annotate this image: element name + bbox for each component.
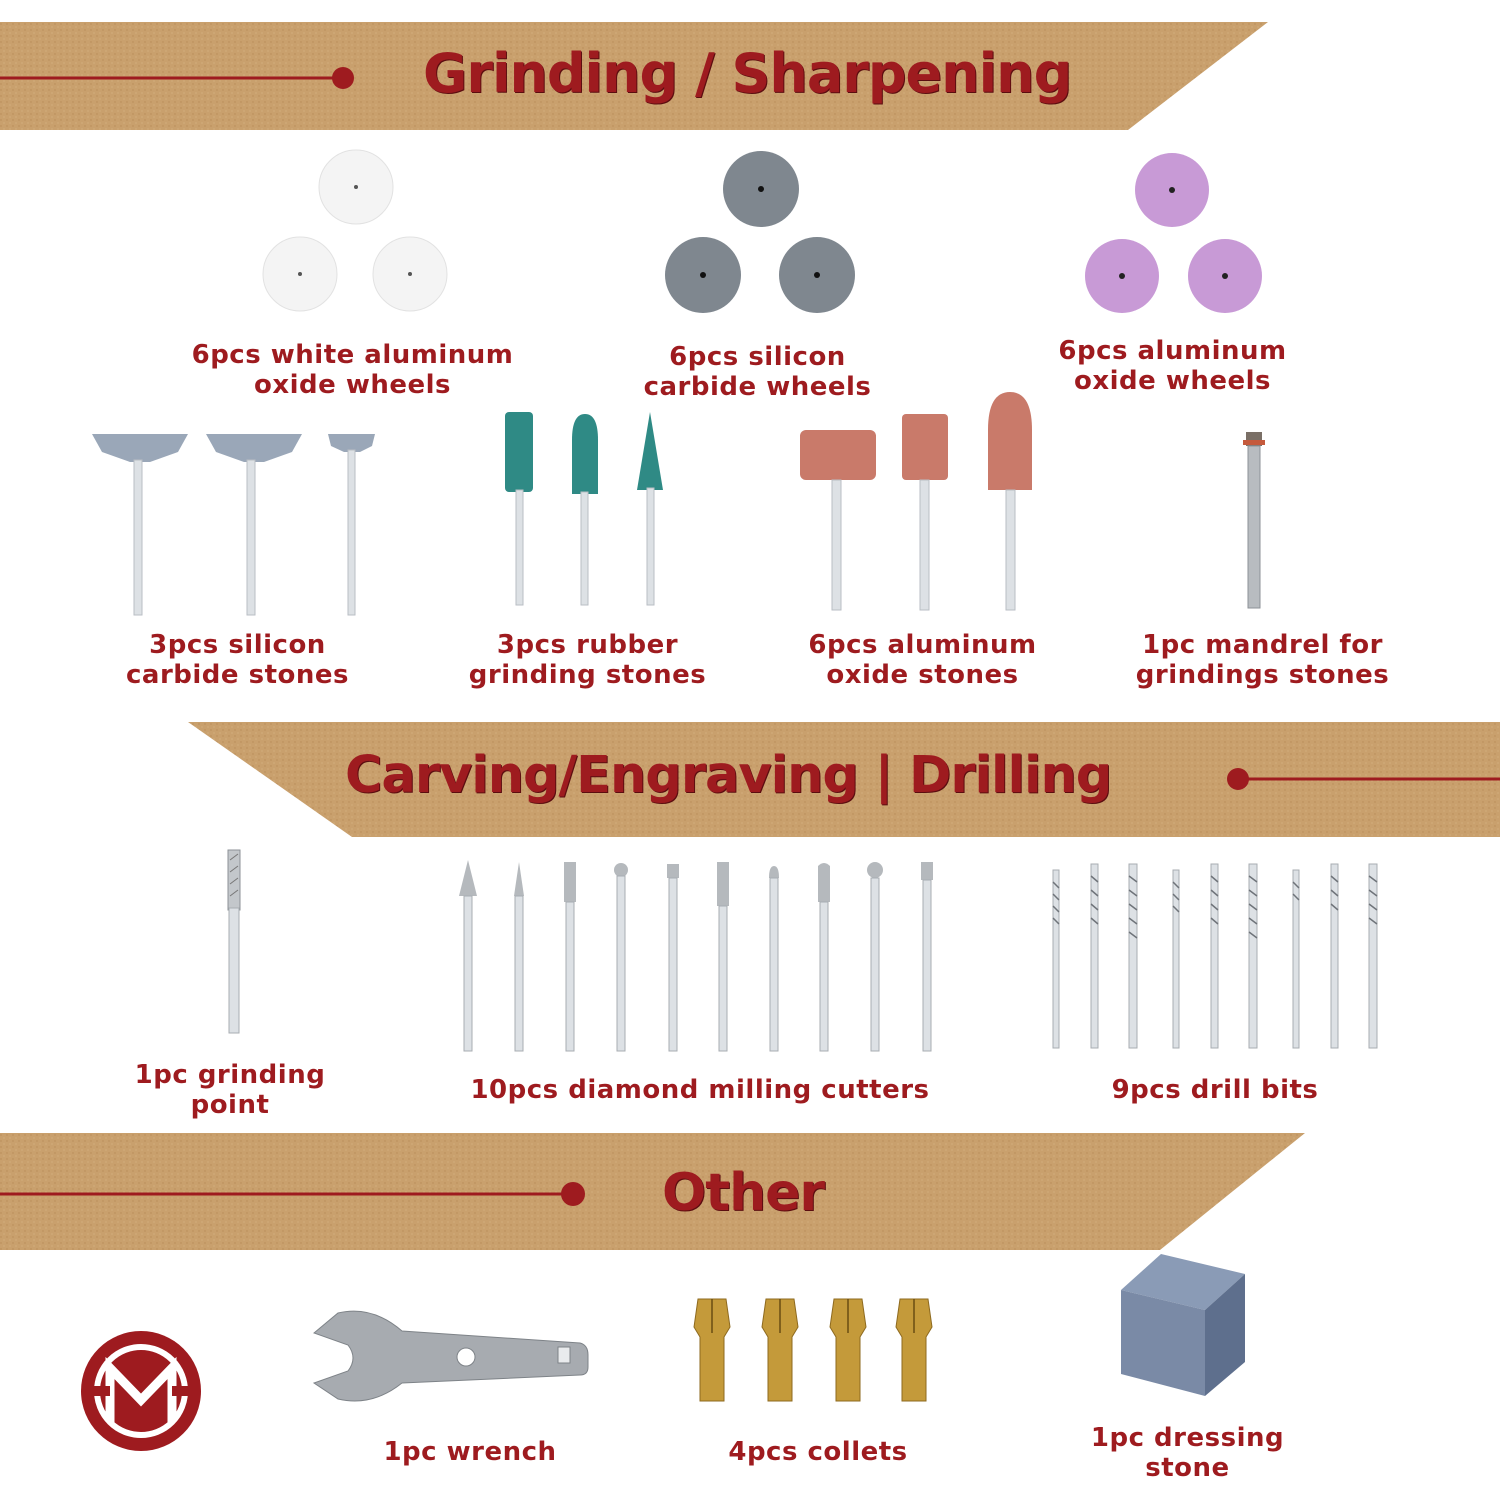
aluminum-wheels-image bbox=[1084, 152, 1264, 321]
banner-background bbox=[188, 722, 1500, 837]
label-milling-cutters: 10pcs diamond milling cutters bbox=[470, 1075, 930, 1105]
collets-image bbox=[690, 1297, 950, 1411]
silicon-stones-image bbox=[90, 430, 390, 624]
grinding-title: Grinding / Sharpening bbox=[423, 42, 1072, 105]
other-banner: Other bbox=[0, 1133, 1500, 1250]
aluminum-stones-image bbox=[798, 390, 1038, 619]
label-collets: 4pcs collets bbox=[728, 1437, 908, 1467]
banner-background bbox=[0, 1133, 1305, 1250]
rubber-stones-image bbox=[500, 410, 680, 614]
banner-background bbox=[0, 22, 1268, 130]
label-drill-bits: 9pcs drill bits bbox=[1111, 1075, 1319, 1105]
grinding-banner: Grinding / Sharpening bbox=[0, 22, 1500, 130]
m-logo-icon bbox=[80, 1330, 202, 1456]
dressing-stone-image bbox=[1115, 1250, 1255, 1404]
label-wrench: 1pc wrench bbox=[383, 1437, 557, 1467]
drill-bits-image bbox=[1050, 862, 1385, 1056]
wrench-image bbox=[312, 1303, 592, 1427]
silicon-wheels-image bbox=[664, 151, 859, 321]
carving-title: Carving/Engraving | Drilling bbox=[345, 746, 1112, 805]
carving-banner: Carving/Engraving | Drilling bbox=[0, 722, 1500, 837]
milling-cutters-image bbox=[455, 858, 945, 1062]
other-title: Other bbox=[662, 1163, 825, 1223]
white-wheels-image bbox=[262, 149, 452, 319]
grinding-point-image bbox=[225, 848, 245, 1042]
mandrel-image bbox=[1240, 430, 1270, 614]
